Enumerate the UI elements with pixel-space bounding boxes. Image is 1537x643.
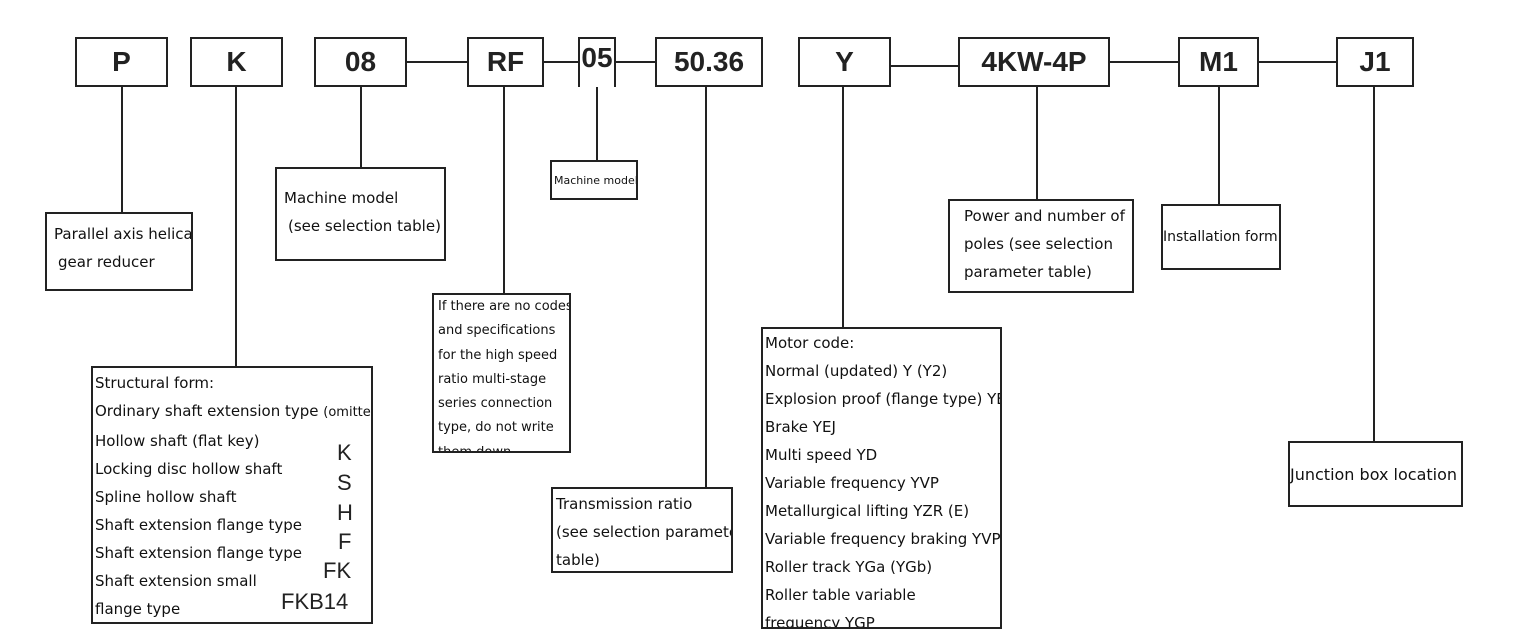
power-line-3: parameter table) bbox=[964, 263, 1092, 281]
structural-code-fkb14: FKB14 bbox=[281, 589, 349, 614]
motor-line-6: Variable frequency YVP bbox=[765, 474, 939, 492]
transmission-line-3: table) bbox=[556, 551, 600, 569]
power-line-1: Power and number of bbox=[964, 207, 1125, 225]
structural-row-2: Locking disc hollow shaft bbox=[95, 460, 283, 478]
code-box-junction: J1 bbox=[1336, 37, 1414, 87]
installation-form-label: Installation form bbox=[1163, 229, 1278, 245]
small-flange-line-2: flange type bbox=[95, 600, 181, 618]
motor-line-2: Normal (updated) Y (Y2) bbox=[765, 362, 948, 380]
junction-box-label: Junction box location bbox=[1290, 464, 1458, 484]
rf-note-line-1: If there are no codes bbox=[438, 299, 571, 314]
structural-row-3: Spline hollow shaft bbox=[95, 488, 237, 506]
code-box-motor: Y bbox=[798, 37, 891, 87]
structural-code-k: K bbox=[337, 440, 352, 465]
machine-model-small-label: Machine model bbox=[554, 173, 638, 187]
code-box-model: 08 bbox=[314, 37, 407, 87]
structural-ordinary: Ordinary shaft extension type (omitted) bbox=[95, 397, 371, 427]
machine-model-line-1: Machine model bbox=[284, 189, 399, 207]
structural-code-s: S bbox=[337, 470, 352, 495]
rf-note-line-4: ratio multi-stage bbox=[438, 371, 547, 387]
power-line-2: poles (see selection bbox=[964, 235, 1113, 253]
motor-line-9: Roller track YGa (YGb) bbox=[765, 558, 933, 576]
code-box-sub-model: 05 bbox=[578, 37, 616, 87]
motor-line-3: Explosion proof (flange type) YB bbox=[765, 390, 1002, 408]
code-box-ratio: 50.36 bbox=[655, 37, 763, 87]
motor-line-10: Roller table variable bbox=[765, 586, 916, 604]
rf-note-line-7: them down bbox=[438, 444, 512, 453]
transmission-ratio-description: Transmission ratio (see selection parame… bbox=[551, 487, 733, 573]
small-flange-line-1: Shaft extension small bbox=[95, 572, 257, 590]
ordinary-label: Ordinary shaft extension type bbox=[95, 402, 319, 420]
motor-line-11: frequency YGP bbox=[765, 614, 875, 629]
rf-note-line-5: series connection bbox=[438, 396, 553, 412]
code-box-p: P bbox=[75, 37, 168, 87]
code-box-k: K bbox=[190, 37, 283, 87]
power-poles-description: Power and number of poles (see selection… bbox=[948, 199, 1134, 293]
structural-row-4: Shaft extension flange type bbox=[95, 516, 302, 534]
installation-form-description: Installation form bbox=[1161, 204, 1281, 270]
motor-line-7: Metallurgical lifting YZR (E) bbox=[765, 502, 970, 520]
rf-note-line-6: type, do not write bbox=[438, 420, 554, 436]
structural-form-description: Structural form: Ordinary shaft extensio… bbox=[91, 366, 373, 624]
transmission-line-1: Transmission ratio bbox=[556, 495, 693, 513]
structural-row-1: Hollow shaft (flat key) bbox=[95, 432, 260, 450]
motor-line-4: Brake YEJ bbox=[765, 418, 836, 436]
code-box-rf: RF bbox=[467, 37, 544, 87]
junction-box-description: Junction box location bbox=[1288, 441, 1463, 507]
rf-note-description: If there are no codes and specifications… bbox=[432, 293, 571, 453]
machine-model-line-2: (see selection table) bbox=[288, 217, 441, 235]
structural-code-f: F bbox=[338, 529, 352, 554]
rf-note-line-2: and specifications bbox=[438, 323, 556, 339]
motor-line-1: Motor code: bbox=[765, 334, 855, 352]
motor-line-5: Multi speed YD bbox=[765, 446, 878, 464]
reducer-line-2: gear reducer bbox=[58, 253, 155, 271]
rf-note-line-3: for the high speed bbox=[438, 347, 558, 363]
machine-model-small-description: Machine model bbox=[550, 160, 638, 200]
reducer-description: Parallel axis helical gear reducer bbox=[45, 212, 193, 291]
structural-title: Structural form: bbox=[95, 374, 215, 392]
motor-code-description: Motor code: Normal (updated) Y (Y2) Expl… bbox=[761, 327, 1002, 629]
omitted-label: (omitted) bbox=[323, 405, 371, 420]
machine-model-description: Machine model (see selection table) bbox=[275, 167, 446, 261]
structural-code-h: H bbox=[337, 500, 353, 525]
code-box-mount: M1 bbox=[1178, 37, 1259, 87]
code-box-power: 4KW-4P bbox=[958, 37, 1110, 87]
motor-line-8: Variable frequency braking YVPEJ bbox=[765, 530, 1002, 548]
structural-code-fk: FK bbox=[323, 558, 352, 583]
structural-row-5: Shaft extension flange type bbox=[95, 544, 302, 562]
transmission-line-2: (see selection parameter bbox=[556, 523, 733, 541]
reducer-line-1: Parallel axis helical bbox=[54, 225, 193, 243]
